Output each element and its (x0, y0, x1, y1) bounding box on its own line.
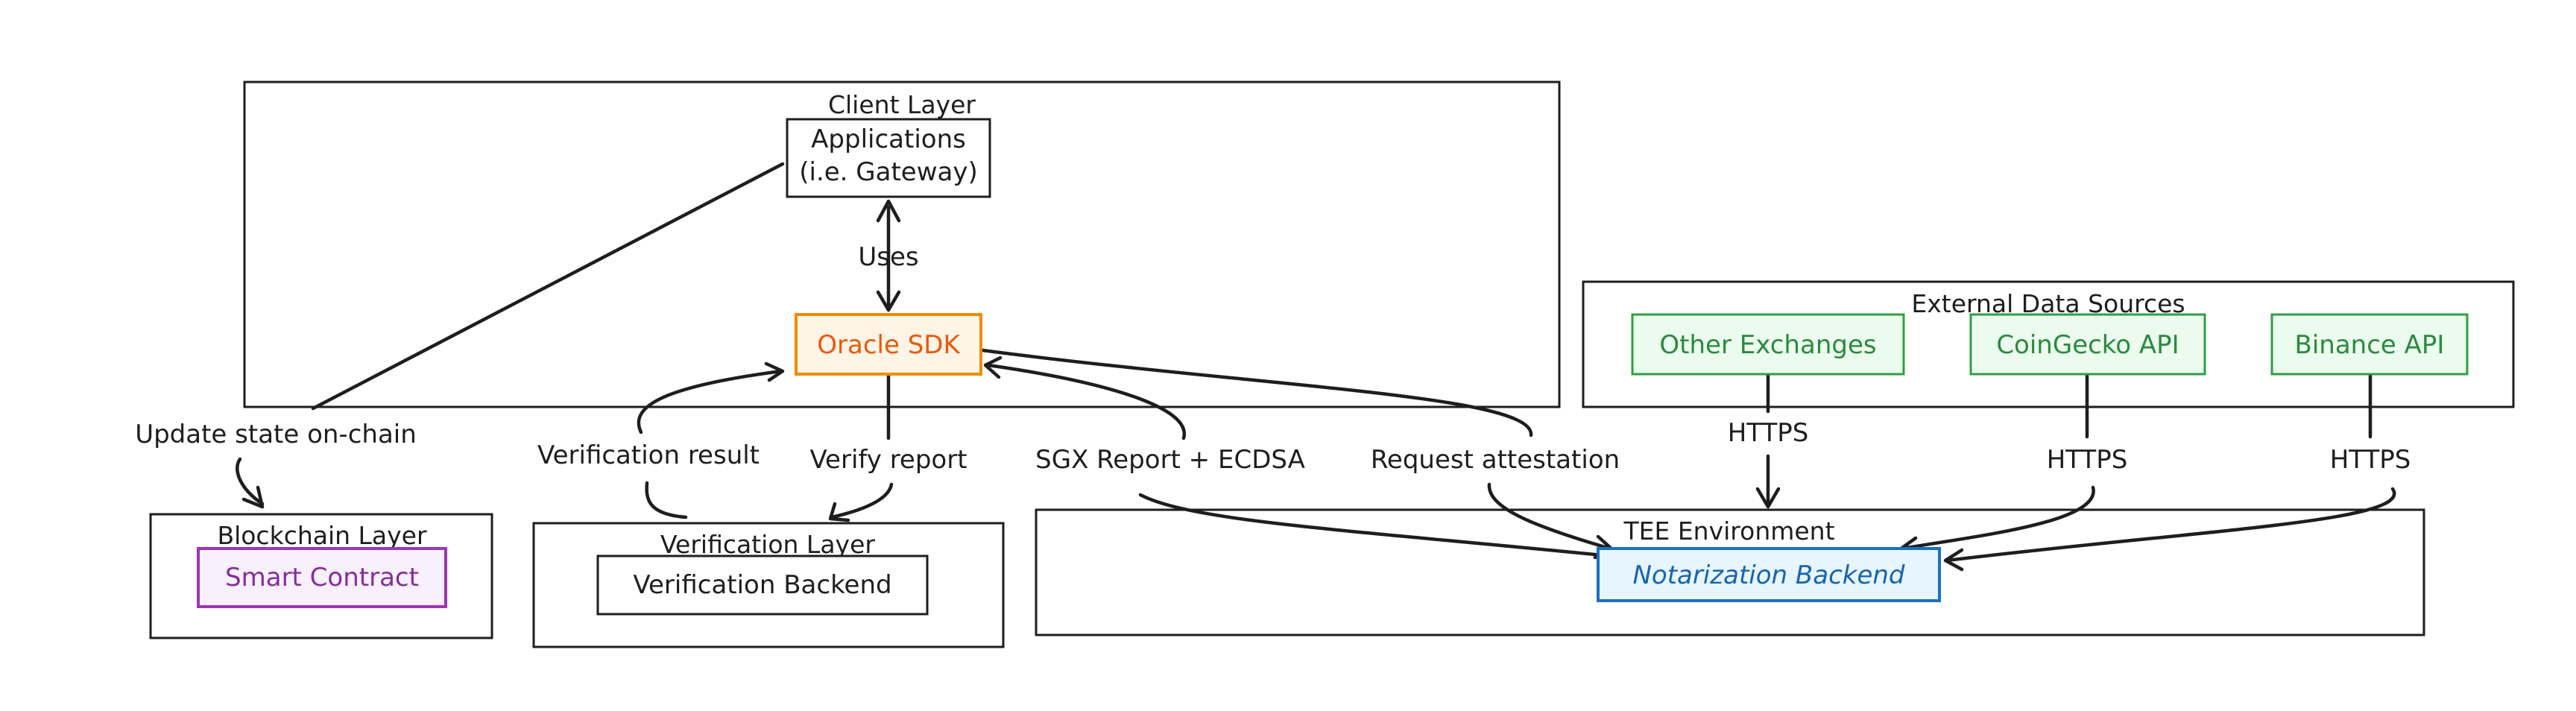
applications-box (786, 118, 991, 198)
https-label-1: HTTPS (1728, 418, 1809, 448)
update-state-arrowhead (242, 485, 265, 509)
oracle-sdk-label: Oracle SDK (817, 330, 961, 360)
verification-backend-node: Verification Backend (596, 554, 929, 616)
verification-layer-frame (532, 522, 1005, 648)
verification-result-arrowhead (764, 361, 785, 382)
verification-backend-label: Verification Backend (633, 570, 891, 600)
verification-result-edge (637, 369, 783, 519)
coingecko-api-label: CoinGecko API (1996, 330, 2179, 360)
uses-label: Uses (858, 242, 918, 272)
binance-api-label: Binance API (2295, 330, 2445, 360)
verification-result-label: Verification result (537, 440, 760, 470)
https-label-2: HTTPS (2047, 445, 2128, 475)
update-state-edge (311, 162, 785, 411)
external-data-sources-frame (1582, 280, 2515, 408)
oracle-sdk-box (795, 313, 982, 376)
blockchain-layer-frame (149, 513, 493, 639)
notarization-backend-box (1597, 547, 1941, 602)
uses-arrowhead-up (876, 199, 901, 223)
sgx-report-edge (986, 363, 1612, 558)
coingecko-api-box (1969, 313, 2206, 376)
other-exchanges-label: Other Exchanges (1659, 330, 1876, 360)
smart-contract-node: Smart Contract (197, 547, 447, 608)
sgx-report-label: SGX Report + ECDSA (1035, 445, 1305, 475)
verify-report-arrowhead (828, 502, 850, 522)
smart-contract-label: Smart Contract (225, 563, 419, 592)
binance-api-box (2270, 313, 2469, 376)
verification-layer-title: Verification Layer (660, 530, 875, 559)
verify-report-label: Verify report (809, 445, 967, 475)
other-exchanges-box (1631, 313, 1905, 376)
applications-node: Applications (i.e. Gateway) (786, 118, 991, 198)
coingecko-api-node: CoinGecko API (1969, 313, 2206, 376)
notarization-backend-label: Notarization Backend (1632, 560, 1904, 590)
https-arrowhead-binance (1943, 548, 1964, 572)
smart-contract-box (197, 547, 447, 608)
client-layer-title: Client Layer (828, 90, 976, 119)
uses-arrowhead-down (876, 290, 901, 312)
oracle-sdk-node: Oracle SDK (795, 313, 982, 376)
update-state-lower-edge (236, 457, 265, 506)
tee-environment-title: TEE Environment (1623, 516, 1834, 546)
verify-report-edge (830, 370, 894, 519)
applications-label-line1: Applications (811, 124, 966, 154)
tee-environment-frame (1035, 508, 2425, 636)
update-state-label: Update state on-chain (135, 420, 417, 449)
request-attestation-label: Request attestation (1371, 445, 1620, 475)
notarization-backend-node: Notarization Backend (1597, 547, 1941, 602)
https-label-3: HTTPS (2330, 445, 2411, 475)
other-exchanges-node: Other Exchanges (1631, 313, 1905, 376)
https-edge-coingecko (1900, 373, 2095, 551)
verification-backend-box (596, 554, 929, 616)
https-edge-binance (1945, 373, 2396, 563)
client-layer-frame (243, 80, 1561, 408)
sgx-report-arrowhead (983, 356, 1003, 379)
request-attestation-edge (980, 348, 1612, 551)
blockchain-layer-title: Blockchain Layer (217, 521, 427, 550)
applications-label-line2: (i.e. Gateway) (799, 157, 978, 187)
https-arrowhead-other-exchanges (1755, 487, 1781, 509)
binance-api-node: Binance API (2270, 313, 2469, 376)
